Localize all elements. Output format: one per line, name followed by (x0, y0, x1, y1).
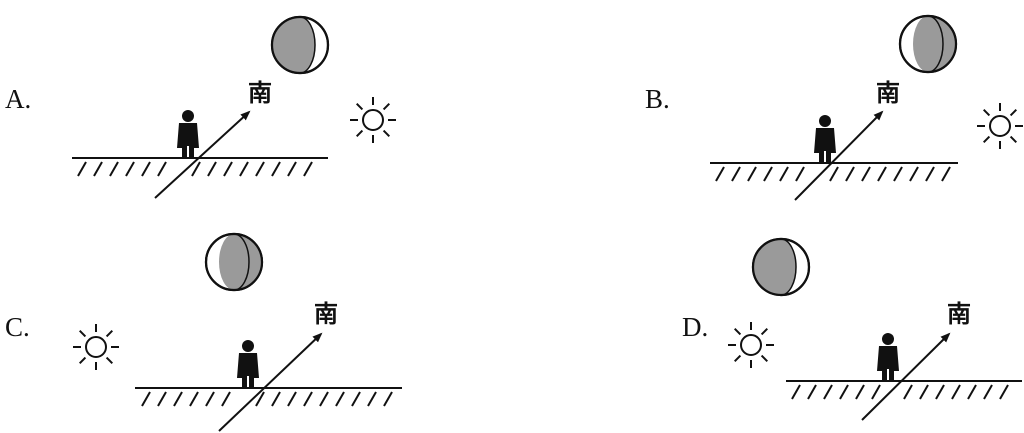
panel-b: 南 (710, 14, 1024, 201)
panel-a: 南 (72, 15, 397, 199)
sun-icon-d (727, 321, 775, 369)
panel-d: 南 (727, 237, 1022, 421)
person-icon-b (814, 115, 836, 163)
option-label-b: B. (645, 84, 670, 114)
ground-hatch-d (791, 384, 1009, 400)
direction-label-b: 南 (876, 79, 900, 107)
sun-icon-c (72, 323, 120, 371)
direction-arrow-a (154, 110, 251, 199)
panel-c: 南 (72, 232, 402, 432)
direction-arrow-d (861, 332, 951, 421)
moon-icon-b (898, 14, 958, 74)
moon-icon-c (204, 232, 264, 292)
ground-hatch-c (141, 391, 393, 407)
ground-hatch-a (77, 161, 313, 177)
person-icon-d (877, 333, 899, 381)
direction-arrow-b (794, 110, 884, 201)
person-icon-a (177, 110, 199, 158)
moon-icon-d (751, 237, 811, 297)
option-label-d: D. (682, 312, 709, 342)
direction-label-d: 南 (947, 300, 971, 328)
person-icon-c (237, 340, 259, 388)
direction-label-a: 南 (248, 79, 272, 107)
direction-arrow-c (218, 332, 323, 432)
option-label-c: C. (5, 312, 30, 342)
option-label-a: A. (5, 84, 32, 114)
moon-icon-a (270, 15, 330, 75)
sun-icon-a (349, 96, 397, 144)
ground-hatch-b (715, 166, 951, 182)
direction-label-c: 南 (314, 300, 338, 328)
sun-icon-b (976, 102, 1024, 150)
